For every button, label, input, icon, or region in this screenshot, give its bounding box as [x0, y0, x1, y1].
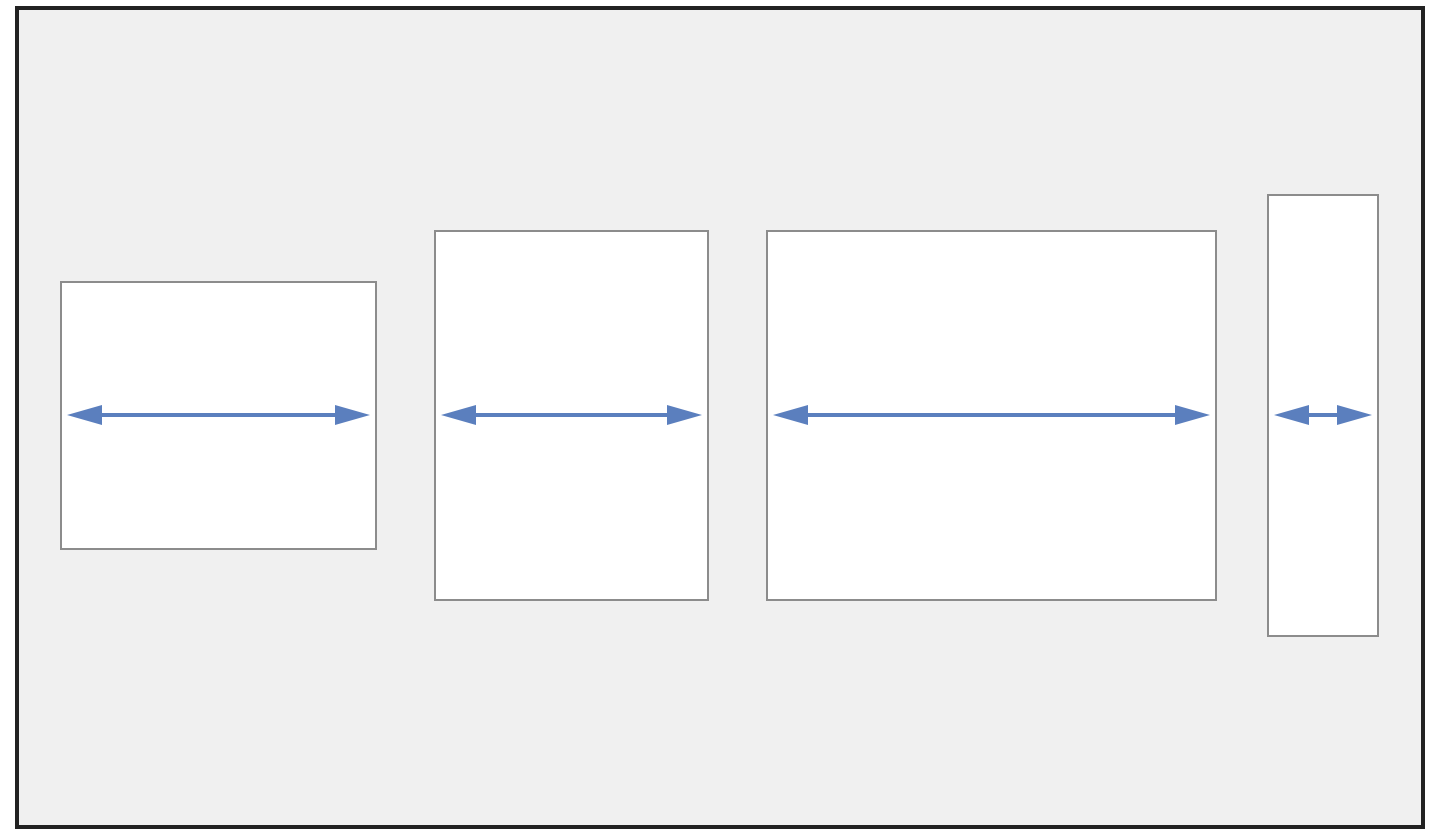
arrowhead-left	[1274, 405, 1309, 425]
panel-4	[1267, 194, 1379, 637]
arrowhead-right	[667, 405, 702, 425]
arrowhead-right	[1337, 405, 1372, 425]
double-arrow-icon	[773, 405, 1210, 425]
panel-1	[60, 281, 377, 550]
arrowhead-left	[441, 405, 476, 425]
panel-3	[766, 230, 1217, 601]
diagram-frame	[15, 6, 1425, 829]
arrowhead-right	[335, 405, 370, 425]
arrowhead-left	[773, 405, 808, 425]
double-arrow-icon	[441, 405, 702, 425]
double-arrow-icon	[1274, 405, 1372, 425]
panel-2	[434, 230, 709, 601]
arrowhead-right	[1175, 405, 1210, 425]
double-arrow-icon	[67, 405, 370, 425]
arrowhead-left	[67, 405, 102, 425]
